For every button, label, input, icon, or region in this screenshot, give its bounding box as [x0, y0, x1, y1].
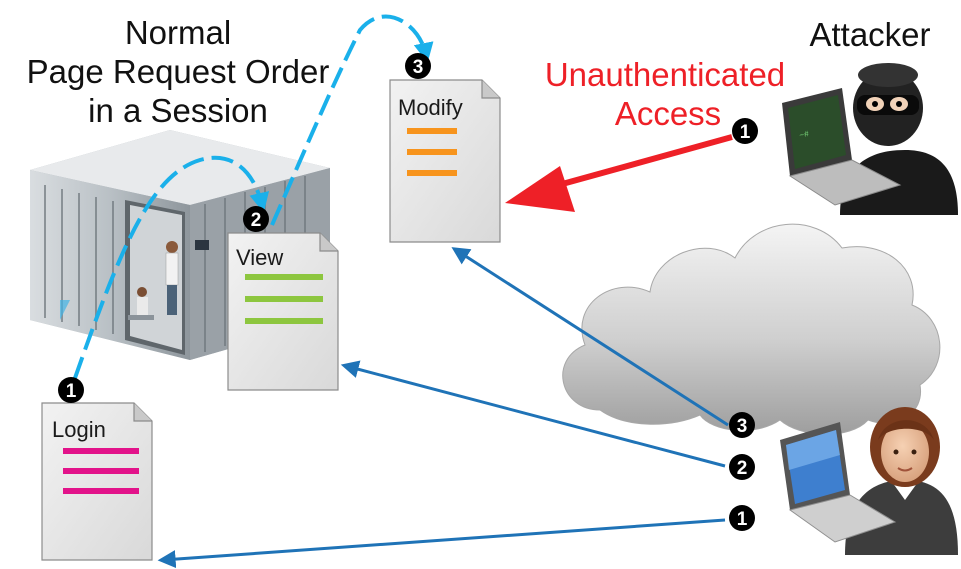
- svg-text:1: 1: [66, 381, 77, 402]
- page-line: [63, 468, 139, 474]
- page-line: [63, 448, 139, 454]
- laptop-icon: ~#: [782, 88, 902, 206]
- page-login: Login: [41, 402, 153, 561]
- title-line-2: Page Request Order: [27, 53, 330, 90]
- user-step-badge-3: 3: [729, 412, 755, 438]
- request-arrow-modify: [451, 247, 729, 427]
- svg-text:~#: ~#: [799, 130, 811, 141]
- step-badge-login: 1: [58, 377, 84, 403]
- svg-text:1: 1: [740, 122, 751, 143]
- step-badge-modify: 3: [405, 53, 431, 79]
- title-line-3: in a Session: [88, 92, 268, 129]
- attacker-step-badge: 1: [732, 118, 758, 144]
- page-modify-label: Modify: [398, 95, 463, 120]
- svg-text:3: 3: [737, 416, 748, 437]
- page-line: [245, 296, 323, 302]
- attacker-label: Attacker: [809, 16, 930, 53]
- unauthenticated-label: Unauthenticated: [545, 56, 785, 93]
- page-line: [245, 318, 323, 324]
- page-modify: Modify: [389, 79, 501, 243]
- session-flow-login-to-view: [73, 155, 270, 379]
- user-step-badge-2: 2: [729, 454, 755, 480]
- user-step-badge-1: 1: [729, 505, 755, 531]
- laptop-icon: [780, 422, 897, 543]
- user-icon: [845, 407, 958, 555]
- page-view-label: View: [236, 245, 283, 270]
- page-line: [245, 274, 323, 280]
- page-login-label: Login: [52, 417, 106, 442]
- svg-text:3: 3: [413, 57, 424, 78]
- page-line: [407, 149, 457, 155]
- page-line: [63, 488, 139, 494]
- step-badge-view: 2: [243, 206, 269, 232]
- server-room-icon: [30, 130, 330, 360]
- title-line-1: Normal: [125, 14, 231, 51]
- svg-text:2: 2: [251, 210, 262, 231]
- user-request-arrows: [157, 247, 729, 569]
- diagram-title: Normal Page Request Order in a Session: [27, 14, 330, 129]
- svg-text:2: 2: [737, 458, 748, 479]
- attacker-icon: [840, 63, 958, 215]
- request-arrow-login: [157, 518, 726, 569]
- page-line: [407, 170, 457, 176]
- session-flow-arcs: [73, 14, 434, 379]
- page-view: View: [227, 232, 339, 391]
- page-line: [407, 128, 457, 134]
- svg-text:1: 1: [737, 509, 748, 530]
- cloud-icon: [562, 223, 941, 435]
- access-label: Access: [615, 95, 721, 132]
- attack-arrow: [505, 134, 733, 212]
- session-flow-view-to-modify: [270, 14, 434, 226]
- request-arrow-view: [340, 360, 726, 468]
